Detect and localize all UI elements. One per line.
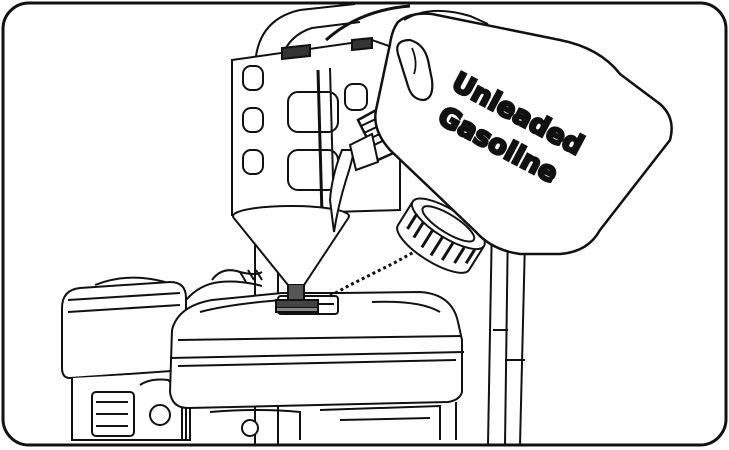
- refuel-illustration: Unleaded Gasoline: [0, 0, 729, 450]
- refuel-diagram: Unleaded Gasoline: [0, 0, 729, 450]
